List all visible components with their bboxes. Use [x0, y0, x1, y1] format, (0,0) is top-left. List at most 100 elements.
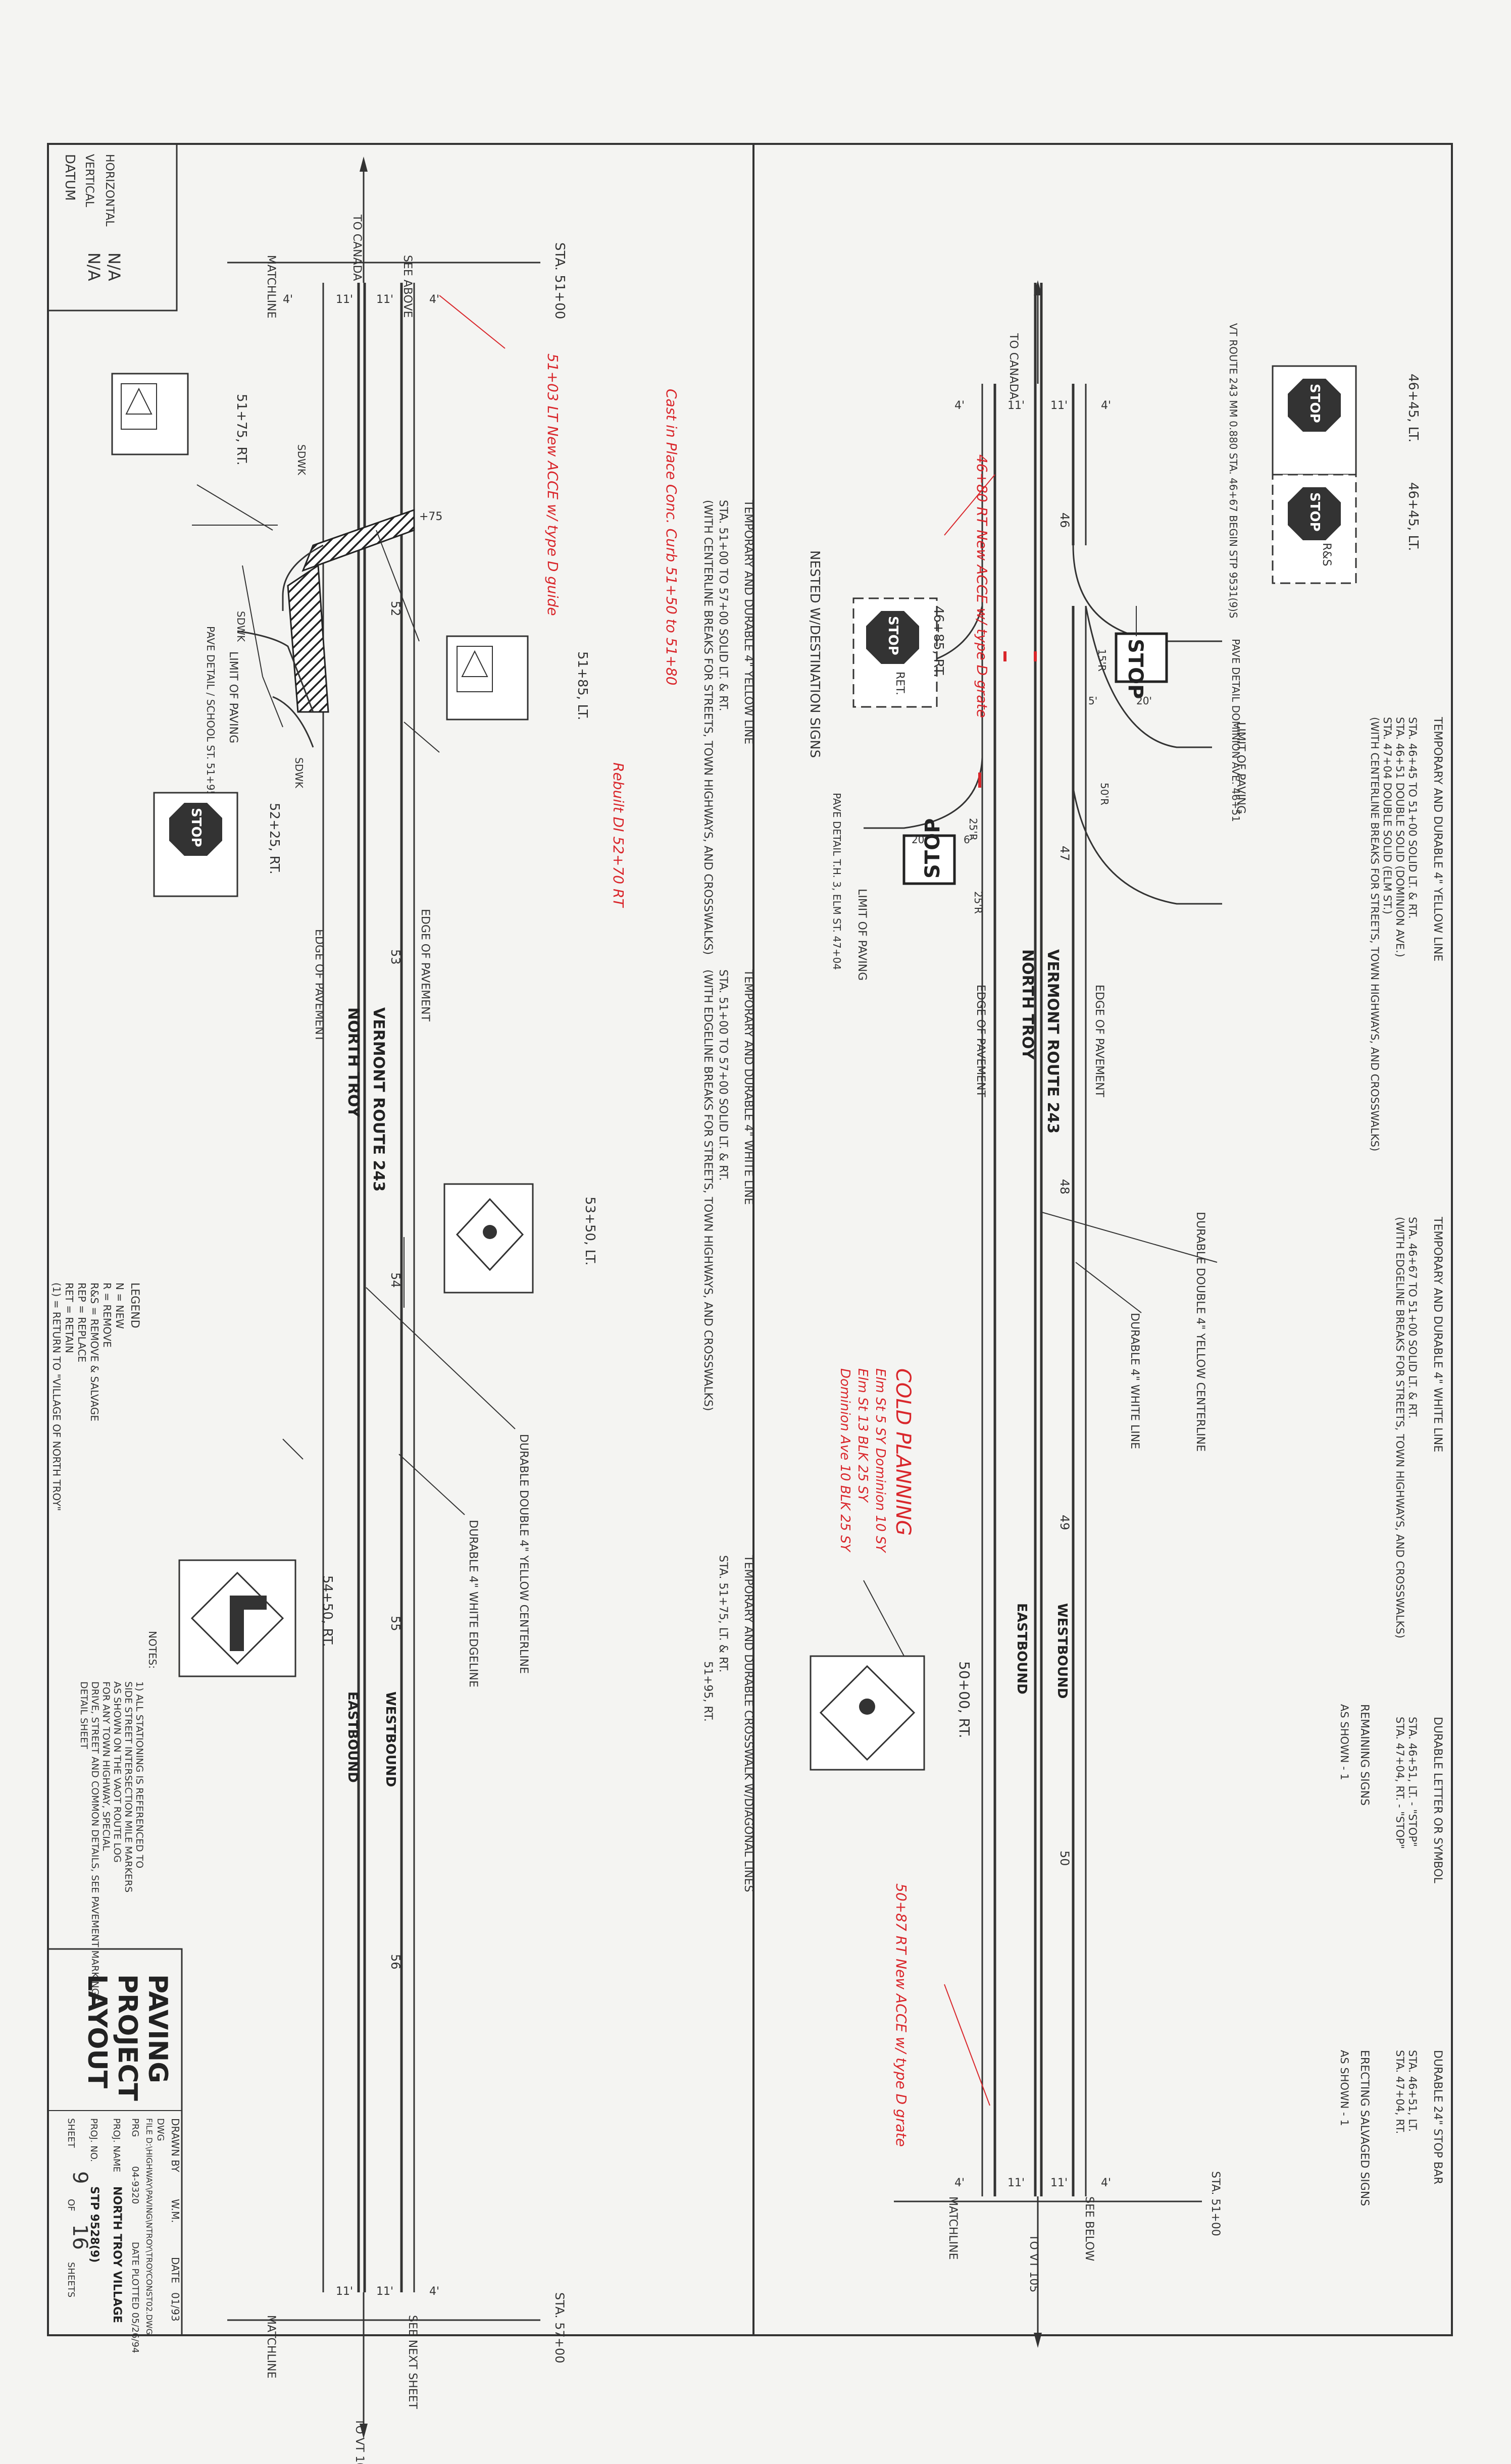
- legend-item: (1) = RETURN TO "VILLAGE OF NORTH TROY": [51, 1282, 63, 1511]
- svg-text:STOP: STOP: [1307, 384, 1322, 423]
- upper-westbound: WESTBOUND: [383, 1691, 398, 1787]
- sheets-label: SHEETS: [66, 2262, 76, 2297]
- lower-westbound: WESTBOUND: [1054, 1603, 1070, 1699]
- sign-ped-5350: 53+50, LT.: [443, 1183, 597, 1294]
- lane-width: 4': [283, 293, 293, 306]
- erect-title: ERECTING SALVAGED SIGNS: [1358, 2050, 1371, 2206]
- upper-to-vt105: TO VT 105: [353, 2418, 366, 2464]
- note-line: DRIVE, STREET AND COMMON DETAILS, SEE PA…: [89, 1681, 100, 2001]
- upper-yellow-note: (WITH CENTERLINE BREAKS FOR STREETS, TOW…: [701, 500, 714, 955]
- pave-detail-school: PAVE DETAIL / SCHOOL ST. 51+95: [205, 626, 217, 797]
- svg-text:STOP: STOP: [885, 616, 900, 655]
- route-ref: VT ROUTE 243 MM 0.880 STA. 46+67 BEGIN S…: [1227, 323, 1239, 619]
- lower-edge-right: EDGE OF PAVEMENT: [1093, 985, 1105, 1098]
- legend-item: N = NEW: [114, 1282, 126, 1329]
- upper-white-text: STA. 51+00 TO 57+00 SOLID LT. & RT.: [717, 969, 729, 1181]
- upper-cross-title: TEMPORARY AND DURABLE CROSSWALK W/DIAGON…: [742, 1555, 754, 1892]
- nested-signs: NESTED W/DESTINATION SIGNS: [807, 550, 822, 758]
- bar-line: STA. 47+04, RT.: [1394, 2050, 1406, 2134]
- svg-text:STOP: STOP: [188, 808, 204, 847]
- red-note: Cast in Place Conc. Curb 51+50 to 51+80: [663, 389, 680, 685]
- station-label: 46: [1057, 512, 1072, 528]
- sign-stop-4645-rs: STOP 46+45, LT. R&S: [1272, 474, 1421, 584]
- remain-title: REMAINING SIGNS: [1358, 1704, 1371, 1806]
- letter-line: STA. 47+04, RT. - "STOP": [1394, 1717, 1406, 1849]
- pave-detail-elm: PAVE DETAIL T.H. 3, ELM ST. 47+04: [831, 793, 843, 970]
- upper-plan: STA. 51+00 MATCHLINE SEE ABOVE TO CANADA…: [51, 157, 754, 2464]
- legend-item: R&S = REMOVE & SALVAGE: [88, 1282, 100, 1421]
- date-value: 01/93: [169, 2292, 181, 2322]
- sheet-label: SHEET: [66, 2118, 76, 2148]
- lane-width: 11': [336, 293, 353, 306]
- lane-width: 4': [1101, 399, 1111, 412]
- lower-to-vt105: TO VT 105: [1027, 2234, 1040, 2292]
- date-label: DATE: [169, 2257, 181, 2283]
- station-label: 50: [1057, 1851, 1072, 1866]
- red-note: Elm St 13 BLK 25 SY: [855, 1368, 870, 1503]
- datum-horizontal-value: N/A: [105, 252, 124, 281]
- upper-sta-end: STA. 57+00: [552, 2292, 567, 2363]
- lower-limit-paving: LIMIT OF PAVING: [1234, 722, 1247, 814]
- note-line: AS SHOWN ON THE VAOT ROUTE LOG: [112, 1681, 123, 1863]
- bar-line: STA. 46+51, LT.: [1406, 2050, 1419, 2132]
- datum-horizontal-label: HORIZONTAL: [103, 154, 116, 227]
- red-note: Rebuilt DI 52+70 RT: [610, 762, 627, 908]
- lower-yellow-line: STA. 46+45 TO 51+00 SOLID LT. & RT.: [1406, 717, 1419, 919]
- sign-ped-5000: 50+00, RT.: [810, 1655, 973, 1771]
- sign-junction-5450: 54+50, RT.: [178, 1559, 335, 1677]
- plotted-date: DATE PLOTTED 05/26/94: [130, 2242, 140, 2353]
- sign-station: 54+50, RT.: [320, 1575, 335, 1647]
- station-label: 47: [1057, 846, 1072, 861]
- sign-station: 46+45, LT.: [1405, 482, 1421, 551]
- lower-yellow-title: TEMPORARY AND DURABLE 4" YELLOW LINE: [1431, 716, 1444, 961]
- proj-name: NORTH TROY VILLAGE: [111, 2186, 123, 2323]
- lane-width: 11': [376, 2285, 393, 2298]
- lower-town-name: NORTH TROY: [1019, 949, 1036, 1060]
- station-label: 49: [1057, 1515, 1072, 1530]
- lane-width: 11': [376, 293, 393, 306]
- lower-sta-end: STA. 51+00: [1209, 2171, 1222, 2236]
- upper-see-above: SEE ABOVE: [401, 255, 414, 318]
- radius-label: 25'R: [972, 891, 984, 914]
- sign-station: 46+45, LT.: [1405, 374, 1421, 442]
- upper-matchline-bottom: MATCHLINE: [265, 2315, 277, 2378]
- datum-box: DATUM VERTICAL HORIZONTAL N/A N/A: [47, 143, 178, 312]
- pave-detail-dominion: PAVE DETAIL DOMINION AVE. 46+51: [1230, 639, 1242, 822]
- dbl-yellow-label: DURABLE DOUBLE 4" YELLOW CENTERLINE: [517, 1434, 530, 1674]
- remain-val: AS SHOWN - 1: [1338, 1704, 1350, 1780]
- upper-cross-text: STA. 51+75, LT. & RT.: [717, 1555, 729, 1672]
- lower-white-line: DURABLE 4" WHITE LINE: [1128, 1313, 1141, 1449]
- white-edge-label: DURABLE 4" WHITE EDGELINE: [467, 1520, 479, 1687]
- station-label: 48: [1057, 1179, 1072, 1195]
- prg-label: PRG: [130, 2118, 140, 2137]
- sign-school-5175: 51+75, RT.: [111, 373, 249, 466]
- red-note: 51+03 LT New ACCE w/ type D guide: [544, 353, 561, 616]
- station-label: 54: [388, 1272, 402, 1288]
- lower-road-name: VERMONT ROUTE 243: [1044, 949, 1062, 1134]
- upper-limit-paving: LIMIT OF PAVING: [227, 651, 239, 743]
- proj-name-label: PROJ. NAME: [111, 2118, 122, 2172]
- lower-see-below: SEE BELOW: [1083, 2196, 1095, 2262]
- letter-title: DURABLE LETTER OR SYMBOL: [1431, 1717, 1444, 1884]
- lower-dbl-yellow: DURABLE DOUBLE 4" YELLOW CENTERLINE: [1194, 1212, 1206, 1452]
- title-block: PAVING PROJECT LAYOUT DRAWN BY W.M. DATE…: [47, 1948, 183, 2353]
- lower-plan: STOP STOP TO CANADA VT ROUTE 243 MM 0.88…: [807, 280, 1444, 2348]
- lane-width: 11': [1008, 2177, 1025, 2189]
- lower-limit-paving-2: LIMIT OF PAVING: [855, 889, 868, 981]
- bar-title: DURABLE 24" STOP BAR: [1431, 2050, 1444, 2184]
- lower-to-canada: TO CANADA: [1007, 333, 1020, 399]
- upper-edge-left: EDGE OF PAVEMENT: [313, 929, 325, 1042]
- upper-road-name: VERMONT ROUTE 243: [370, 1007, 387, 1192]
- sign-station: 51+85, LT.: [575, 651, 590, 720]
- prg-value: 04-9320: [130, 2166, 140, 2204]
- dim-label: 20': [912, 834, 927, 846]
- lane-width: 11': [1050, 399, 1068, 412]
- sidewalk-label: SDWK: [235, 611, 247, 642]
- upper-eastbound: EASTBOUND: [345, 1691, 360, 1783]
- upper-cross-text2: 51+95, RT.: [701, 1661, 714, 1722]
- lane-width: 4': [954, 2177, 965, 2189]
- upper-white-title: TEMPORARY AND DURABLE 4" WHITE LINE: [742, 969, 754, 1205]
- note-line: DETAIL SHEET: [78, 1681, 89, 1749]
- red-note: 50+87 RT New ACCE w/ type D grate: [893, 1883, 910, 2147]
